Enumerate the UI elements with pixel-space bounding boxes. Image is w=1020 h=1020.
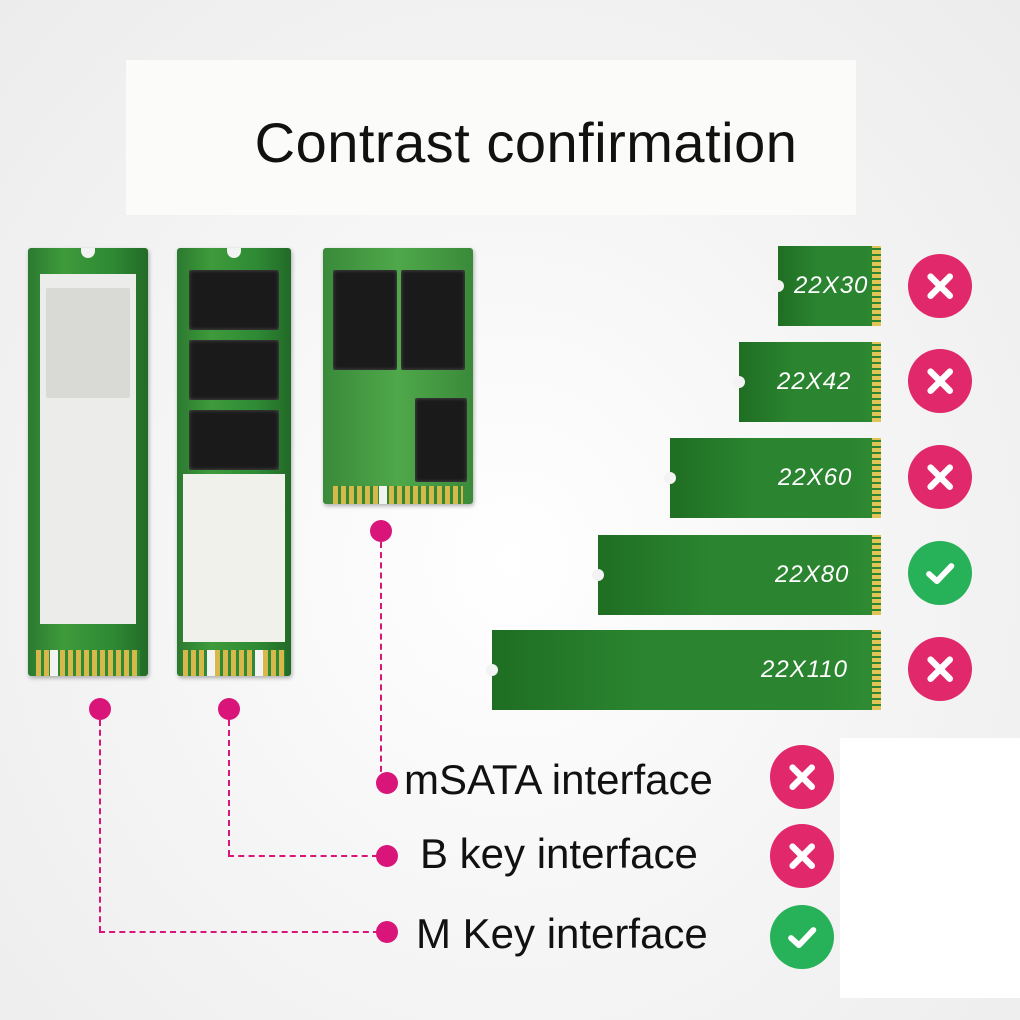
connector-dot (89, 698, 111, 720)
connector-line (99, 931, 379, 933)
x-mark-icon (908, 254, 972, 318)
size-bar-22x80: 22X80 (592, 535, 881, 615)
x-mark-icon (908, 445, 972, 509)
interface-label-msata: mSATA interface (404, 756, 713, 803)
x-mark-icon (770, 745, 834, 809)
title-banner: Contrast confirmation (126, 60, 856, 215)
connector-dot (218, 698, 240, 720)
connector-dot (370, 520, 392, 542)
connector-dot (376, 845, 398, 867)
size-bar-22x110: 22X110 (486, 630, 881, 710)
connector-dot (376, 772, 398, 794)
m-key-ssd-image (28, 248, 148, 676)
size-label: 22X30 (794, 272, 869, 299)
size-label: 22X110 (761, 656, 848, 683)
msata-ssd-image (323, 248, 473, 504)
x-mark-icon (908, 349, 972, 413)
background-panel (840, 738, 1020, 998)
size-label: 22X42 (777, 368, 852, 395)
connector-line (228, 720, 230, 856)
interface-label-m-key: M Key interface (416, 910, 708, 957)
size-bar-22x60: 22X60 (664, 438, 881, 518)
connector-line (228, 855, 378, 857)
size-label: 22X80 (775, 561, 850, 588)
x-mark-icon (770, 824, 834, 888)
page-title: Contrast confirmation (254, 111, 798, 174)
size-bar-22x42: 22X42 (733, 342, 881, 422)
connector-dot (376, 921, 398, 943)
x-mark-icon (908, 637, 972, 701)
size-label: 22X60 (778, 464, 853, 491)
interface-label-b-key: B key interface (420, 830, 698, 877)
connector-line (380, 542, 382, 782)
b-key-ssd-image (177, 248, 291, 676)
check-mark-icon (908, 541, 972, 605)
size-bar-22x30: 22X30 (772, 246, 881, 326)
connector-line (99, 720, 101, 932)
check-mark-icon (770, 905, 834, 969)
